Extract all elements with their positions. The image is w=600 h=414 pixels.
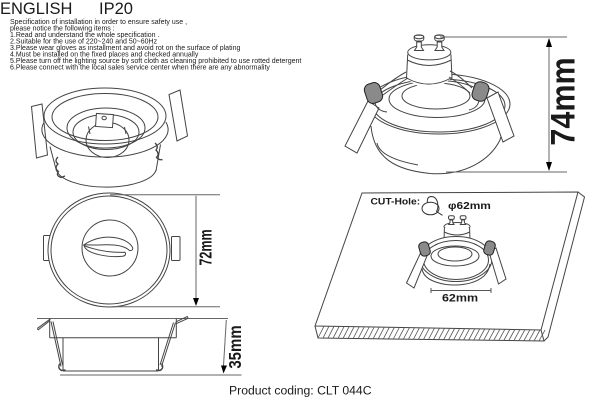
- svg-text:6.Please connect with the loca: 6.Please connect with the local sales se…: [10, 65, 270, 72]
- svg-text:IP20: IP20: [99, 0, 133, 18]
- svg-text:4.Must be installed on the fix: 4.Must be installed on the fixed places …: [10, 52, 199, 59]
- svg-text:62mm: 62mm: [442, 292, 478, 304]
- svg-text:3.Please wear gloves as instal: 3.Please wear gloves as installment and …: [10, 45, 240, 52]
- svg-text:74mm: 74mm: [544, 57, 582, 145]
- svg-text:CUT-Hole:: CUT-Hole:: [371, 197, 421, 207]
- svg-text:ENGLISH: ENGLISH: [0, 0, 72, 18]
- svg-text:please notice the following it: please notice the following items :: [10, 26, 115, 33]
- svg-text:72mm: 72mm: [196, 229, 216, 265]
- svg-text:5.Please turn off the lighting: 5.Please turn off the lighting source by…: [10, 58, 301, 65]
- svg-text:Product coding: CLT 044C: Product coding: CLT 044C: [229, 384, 372, 398]
- svg-text:1.Read and understand the whol: 1.Read and understand the whole specific…: [10, 32, 159, 39]
- svg-text:35mm: 35mm: [226, 325, 245, 368]
- svg-text:φ62mm: φ62mm: [448, 201, 491, 212]
- svg-text:2.Suitable for the use of 220~: 2.Suitable for the use of 220~240 and 50…: [10, 39, 158, 46]
- svg-text:Specification of installation: Specification of installation in order t…: [10, 19, 187, 26]
